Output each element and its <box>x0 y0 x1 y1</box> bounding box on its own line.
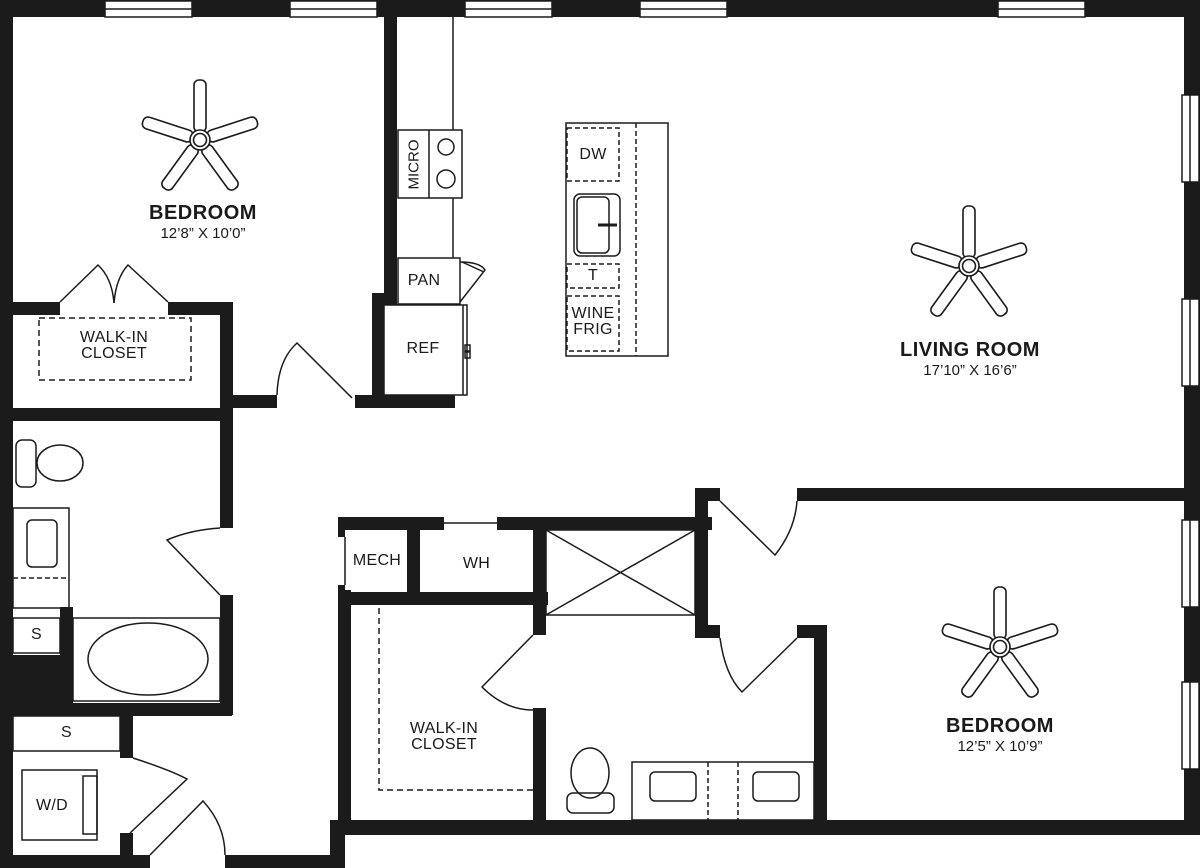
dishwasher-label: DW <box>579 146 607 163</box>
bath-shelf-label: S <box>31 626 42 643</box>
bathtub-icon <box>87 622 209 696</box>
room-name: BEDROOM <box>946 715 1054 737</box>
trash-label: T <box>587 267 599 284</box>
closet-label-line1: WALK-IN <box>409 720 479 737</box>
bedroom-2-label: BEDROOM 12’5” X 10’9” <box>900 716 1100 754</box>
sink-icon <box>573 193 621 257</box>
room-dimensions: 12’8” X 10’0” <box>160 225 246 242</box>
washer-dryer-label: W/D <box>35 797 68 814</box>
closet-label-line1: WALK-IN <box>79 329 149 346</box>
laundry-shelf-label: S <box>61 724 72 741</box>
living-room-label: LIVING ROOM 17’10” X 16’6” <box>860 340 1080 378</box>
bedroom-1-label: BEDROOM 12’8” X 10’0” <box>103 203 303 241</box>
pantry-label: PAN <box>407 272 441 289</box>
toilet-icon <box>15 439 37 488</box>
walk-in-closet-1-label: WALK-IN CLOSET <box>54 330 174 362</box>
wine-fridge-line1: WINE <box>571 305 615 322</box>
room-name: BEDROOM <box>149 202 257 224</box>
room-dimensions: 17’10” X 16’6” <box>923 362 1017 379</box>
room-name: LIVING ROOM <box>900 339 1040 361</box>
ceiling-fan-icon <box>940 586 1060 700</box>
shower-icon <box>545 529 696 616</box>
walk-in-closet-2-label: WALK-IN CLOSET <box>384 721 504 753</box>
micro-label: MICRO <box>405 139 423 190</box>
refrigerator-label: REF <box>406 340 440 357</box>
cooktop-icon <box>437 138 455 156</box>
ceiling-fan-icon <box>140 79 260 193</box>
closet-label-line2: CLOSET <box>81 345 147 362</box>
water-heater-label: WH <box>462 555 491 572</box>
wine-fridge-line2: FRIG <box>573 321 613 338</box>
toilet-icon <box>570 747 610 799</box>
closet-label-line2: CLOSET <box>411 736 477 753</box>
wine-fridge-label: WINE FRIG <box>567 306 619 338</box>
mechanical-label: MECH <box>352 552 402 569</box>
room-dimensions: 12’5” X 10’9” <box>957 738 1043 755</box>
ceiling-fan-icon <box>909 205 1029 319</box>
window-icon <box>104 0 1200 770</box>
